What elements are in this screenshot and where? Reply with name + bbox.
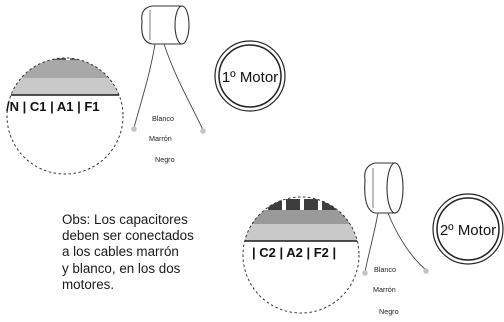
wire-label-blanco-2: Blanco <box>374 265 396 274</box>
capacitor-2 <box>364 162 404 214</box>
terminal-block-2: | C2 | A2 | F2 | <box>242 196 360 314</box>
motor-1-group: /N | C1 | A1 | F1 Blanco Marrón Negro 1º… <box>6 5 286 175</box>
motor-1-label: 1º Motor <box>222 69 278 86</box>
capacitor-1 <box>141 5 190 45</box>
motor-1-symbol: 1º Motor <box>214 40 286 112</box>
terminal-labels-2: | C2 | A2 | F2 | <box>252 245 336 260</box>
motor-2-label: 2º Motor <box>440 222 496 239</box>
wire-label-negro-2: Negro <box>379 307 399 316</box>
wire-label-marron-1: Marrón <box>149 134 172 143</box>
wires-2: Blanco Marrón Negro <box>362 212 429 316</box>
motor-2-group: | C2 | A2 | F2 | Blanco Marrón Negro 2º … <box>242 162 504 316</box>
wires-1: Blanco Marrón Negro <box>131 43 206 164</box>
wire-label-negro-1: Negro <box>155 155 175 164</box>
terminal-labels-1: /N | C1 | A1 | F1 <box>6 99 100 114</box>
motor-2-symbol: 2º Motor <box>432 193 504 265</box>
wire-label-marron-2: Marrón <box>373 285 396 294</box>
terminal-block-1: /N | C1 | A1 | F1 <box>6 57 124 175</box>
capacitor-note: Obs: Los capacitores deben ser conectado… <box>62 212 194 292</box>
wire-label-blanco-1: Blanco <box>152 114 174 123</box>
